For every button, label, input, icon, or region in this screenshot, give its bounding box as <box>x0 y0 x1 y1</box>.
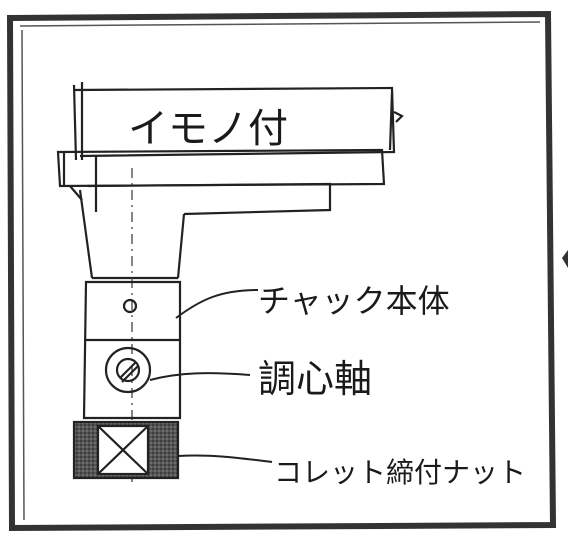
shank <box>78 182 332 280</box>
centering-shaft-drawing <box>104 346 152 394</box>
centering-shaft-label: 調心軸 <box>258 357 372 401</box>
flange-plate <box>56 148 386 212</box>
frame-inner-line <box>19 21 541 521</box>
frame <box>6 10 557 532</box>
collet-nut-label: コレット締付ナット <box>274 456 526 489</box>
collet-nut-drawing <box>72 420 180 480</box>
chuck-body-drawing <box>82 280 182 420</box>
workpiece <box>72 82 404 161</box>
chuck-body-label: チャック本体 <box>258 282 450 320</box>
workpiece-label: イモノ付 <box>128 106 288 152</box>
leader-lines <box>149 289 273 463</box>
edge-marker-icon <box>562 250 568 268</box>
